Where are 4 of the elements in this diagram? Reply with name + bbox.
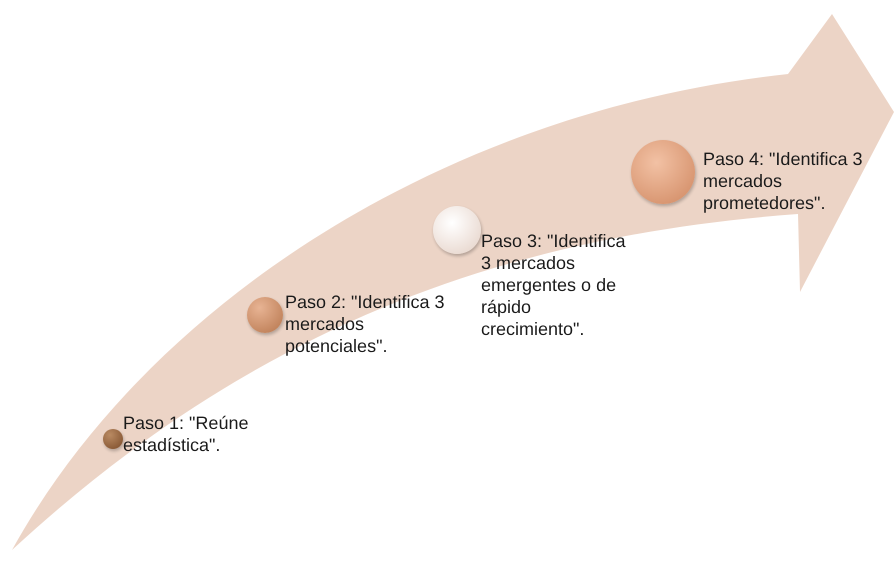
- step-text: Paso 3: "Identifica 3 mercados emergentes o de rápido crecimiento".: [481, 230, 626, 340]
- step-text: Paso 1: "Reúne estadística".: [123, 412, 250, 456]
- step-text: Paso 2: "Identifica 3 mercados potenciales".: [285, 291, 445, 357]
- step-text: Paso 4: "Identifica 3 mercados prometedores".: [703, 148, 864, 214]
